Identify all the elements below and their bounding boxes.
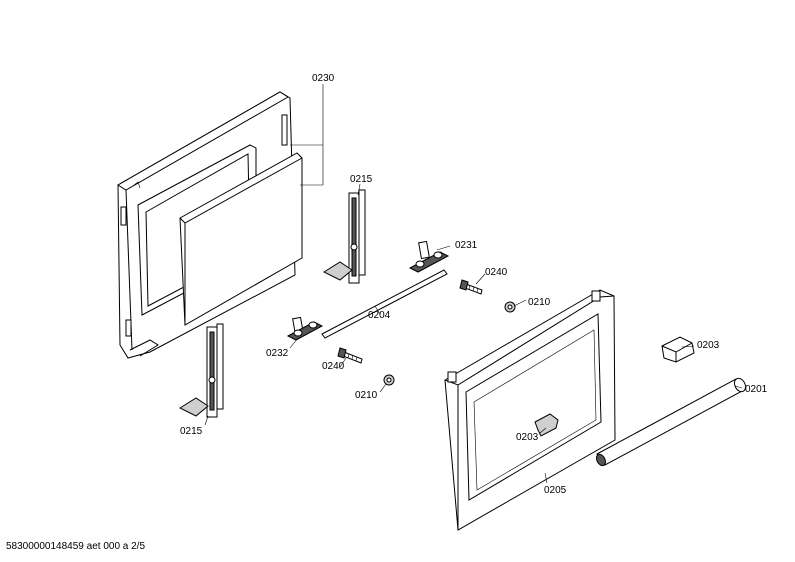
tube-handle (595, 377, 747, 467)
glass-panel (179, 152, 303, 326)
nut-left (383, 374, 395, 386)
screw-left (337, 347, 363, 364)
label-0215-bottom: 0215 (180, 426, 203, 437)
handle-bracket-0231 (408, 240, 450, 273)
label-0232: 0232 (266, 348, 289, 359)
corner-piece-right (661, 336, 695, 363)
part-labels: 0230 0215 0231 0240 0210 0204 0232 0240 … (180, 73, 768, 496)
rod-0204 (321, 269, 448, 339)
outer-door-panel (444, 289, 616, 531)
label-0205: 0205 (544, 485, 567, 496)
leader-lines (204, 183, 743, 484)
document-reference: 58300000148459 aet 000 a 2/5 (6, 541, 146, 552)
label-0215-top: 0215 (350, 174, 373, 185)
handle-bracket-0232 (286, 316, 324, 341)
label-0210-left: 0210 (355, 390, 378, 401)
leader-0230 (290, 84, 324, 186)
label-0210-right: 0210 (528, 297, 551, 308)
label-0204: 0204 (368, 310, 391, 321)
label-0231: 0231 (455, 240, 478, 251)
nut-right (504, 301, 516, 313)
label-0203-right: 0203 (697, 340, 720, 351)
label-0201: 0201 (745, 384, 768, 395)
screw-right (459, 279, 483, 295)
label-0230: 0230 (312, 73, 335, 84)
hinge-bottom (178, 323, 224, 418)
label-0203-center: 0203 (516, 432, 539, 443)
hinge-top (322, 189, 366, 284)
label-0240-left: 0240 (322, 361, 345, 372)
label-0240-right: 0240 (485, 267, 508, 278)
